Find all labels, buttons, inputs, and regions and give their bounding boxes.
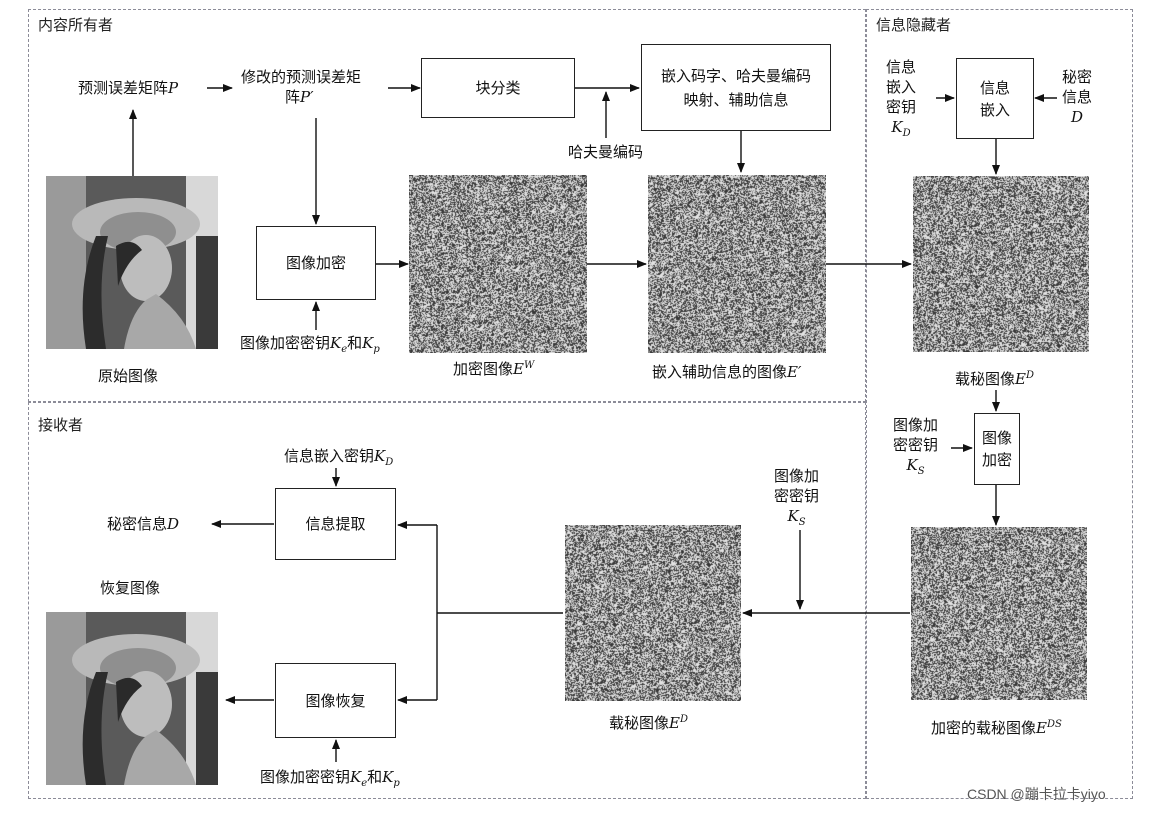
region-information-hider [866,9,1133,799]
region-title-receiver: 接收者 [38,416,84,434]
modified-prediction-label: 修改的预测误差矩 阵P′ [241,68,362,106]
image-encrypt-box: 图像加密 [256,226,376,300]
owner-encrypt-key-label: 图像加密密钥Ke和Kp [240,334,380,355]
block-classify-box: 块分类 [421,58,575,118]
secret-info-output-label: 秘密信息D [107,515,180,533]
region-receiver [28,402,866,799]
region-title-hider: 信息隐藏者 [876,16,952,34]
prediction-error-label: 预测误差矩阵P [78,79,179,97]
region-content-owner [28,9,866,402]
aux-embedded-image-noise [648,175,826,353]
receiver-embed-key-label: 信息嵌入密钥KD [284,447,394,468]
csdn-watermark: CSDN @蹦卡拉卡yiyo [967,786,1106,802]
receiver-stego-image-caption: 载秘图像ED [609,714,688,732]
recovered-image-caption: 恢复图像 [100,579,161,597]
aux-embedded-image-caption: 嵌入辅助信息的图像E′ [652,363,802,381]
stego-image-noise [913,176,1089,352]
receiver-recover-key-label: 图像加密密钥Ke和Kp [260,768,400,789]
encrypted-stego-image-caption: 加密的载秘图像EDS [931,719,1062,737]
original-image-photo [46,176,218,349]
encrypted-image-noise [409,175,587,353]
image-recover-box: 图像恢复 [275,663,396,738]
stego-image-caption: 载秘图像ED [955,370,1034,388]
original-image-caption: 原始图像 [98,367,159,385]
embed-codeword-box: 嵌入码字、哈夫曼编码映射、辅助信息 [641,44,831,131]
huffman-code-label: 哈夫曼编码 [568,143,644,161]
info-embed-box: 信息嵌入 [956,58,1034,139]
info-extract-box: 信息提取 [275,488,396,560]
region-title-owner: 内容所有者 [38,16,114,34]
hider-image-encrypt-box: 图像加密 [974,413,1020,485]
recovered-image-photo [46,612,218,785]
encrypted-image-caption: 加密图像EW [453,360,535,378]
receiver-stego-image-noise [565,525,741,701]
encrypted-stego-image-noise [911,527,1087,700]
